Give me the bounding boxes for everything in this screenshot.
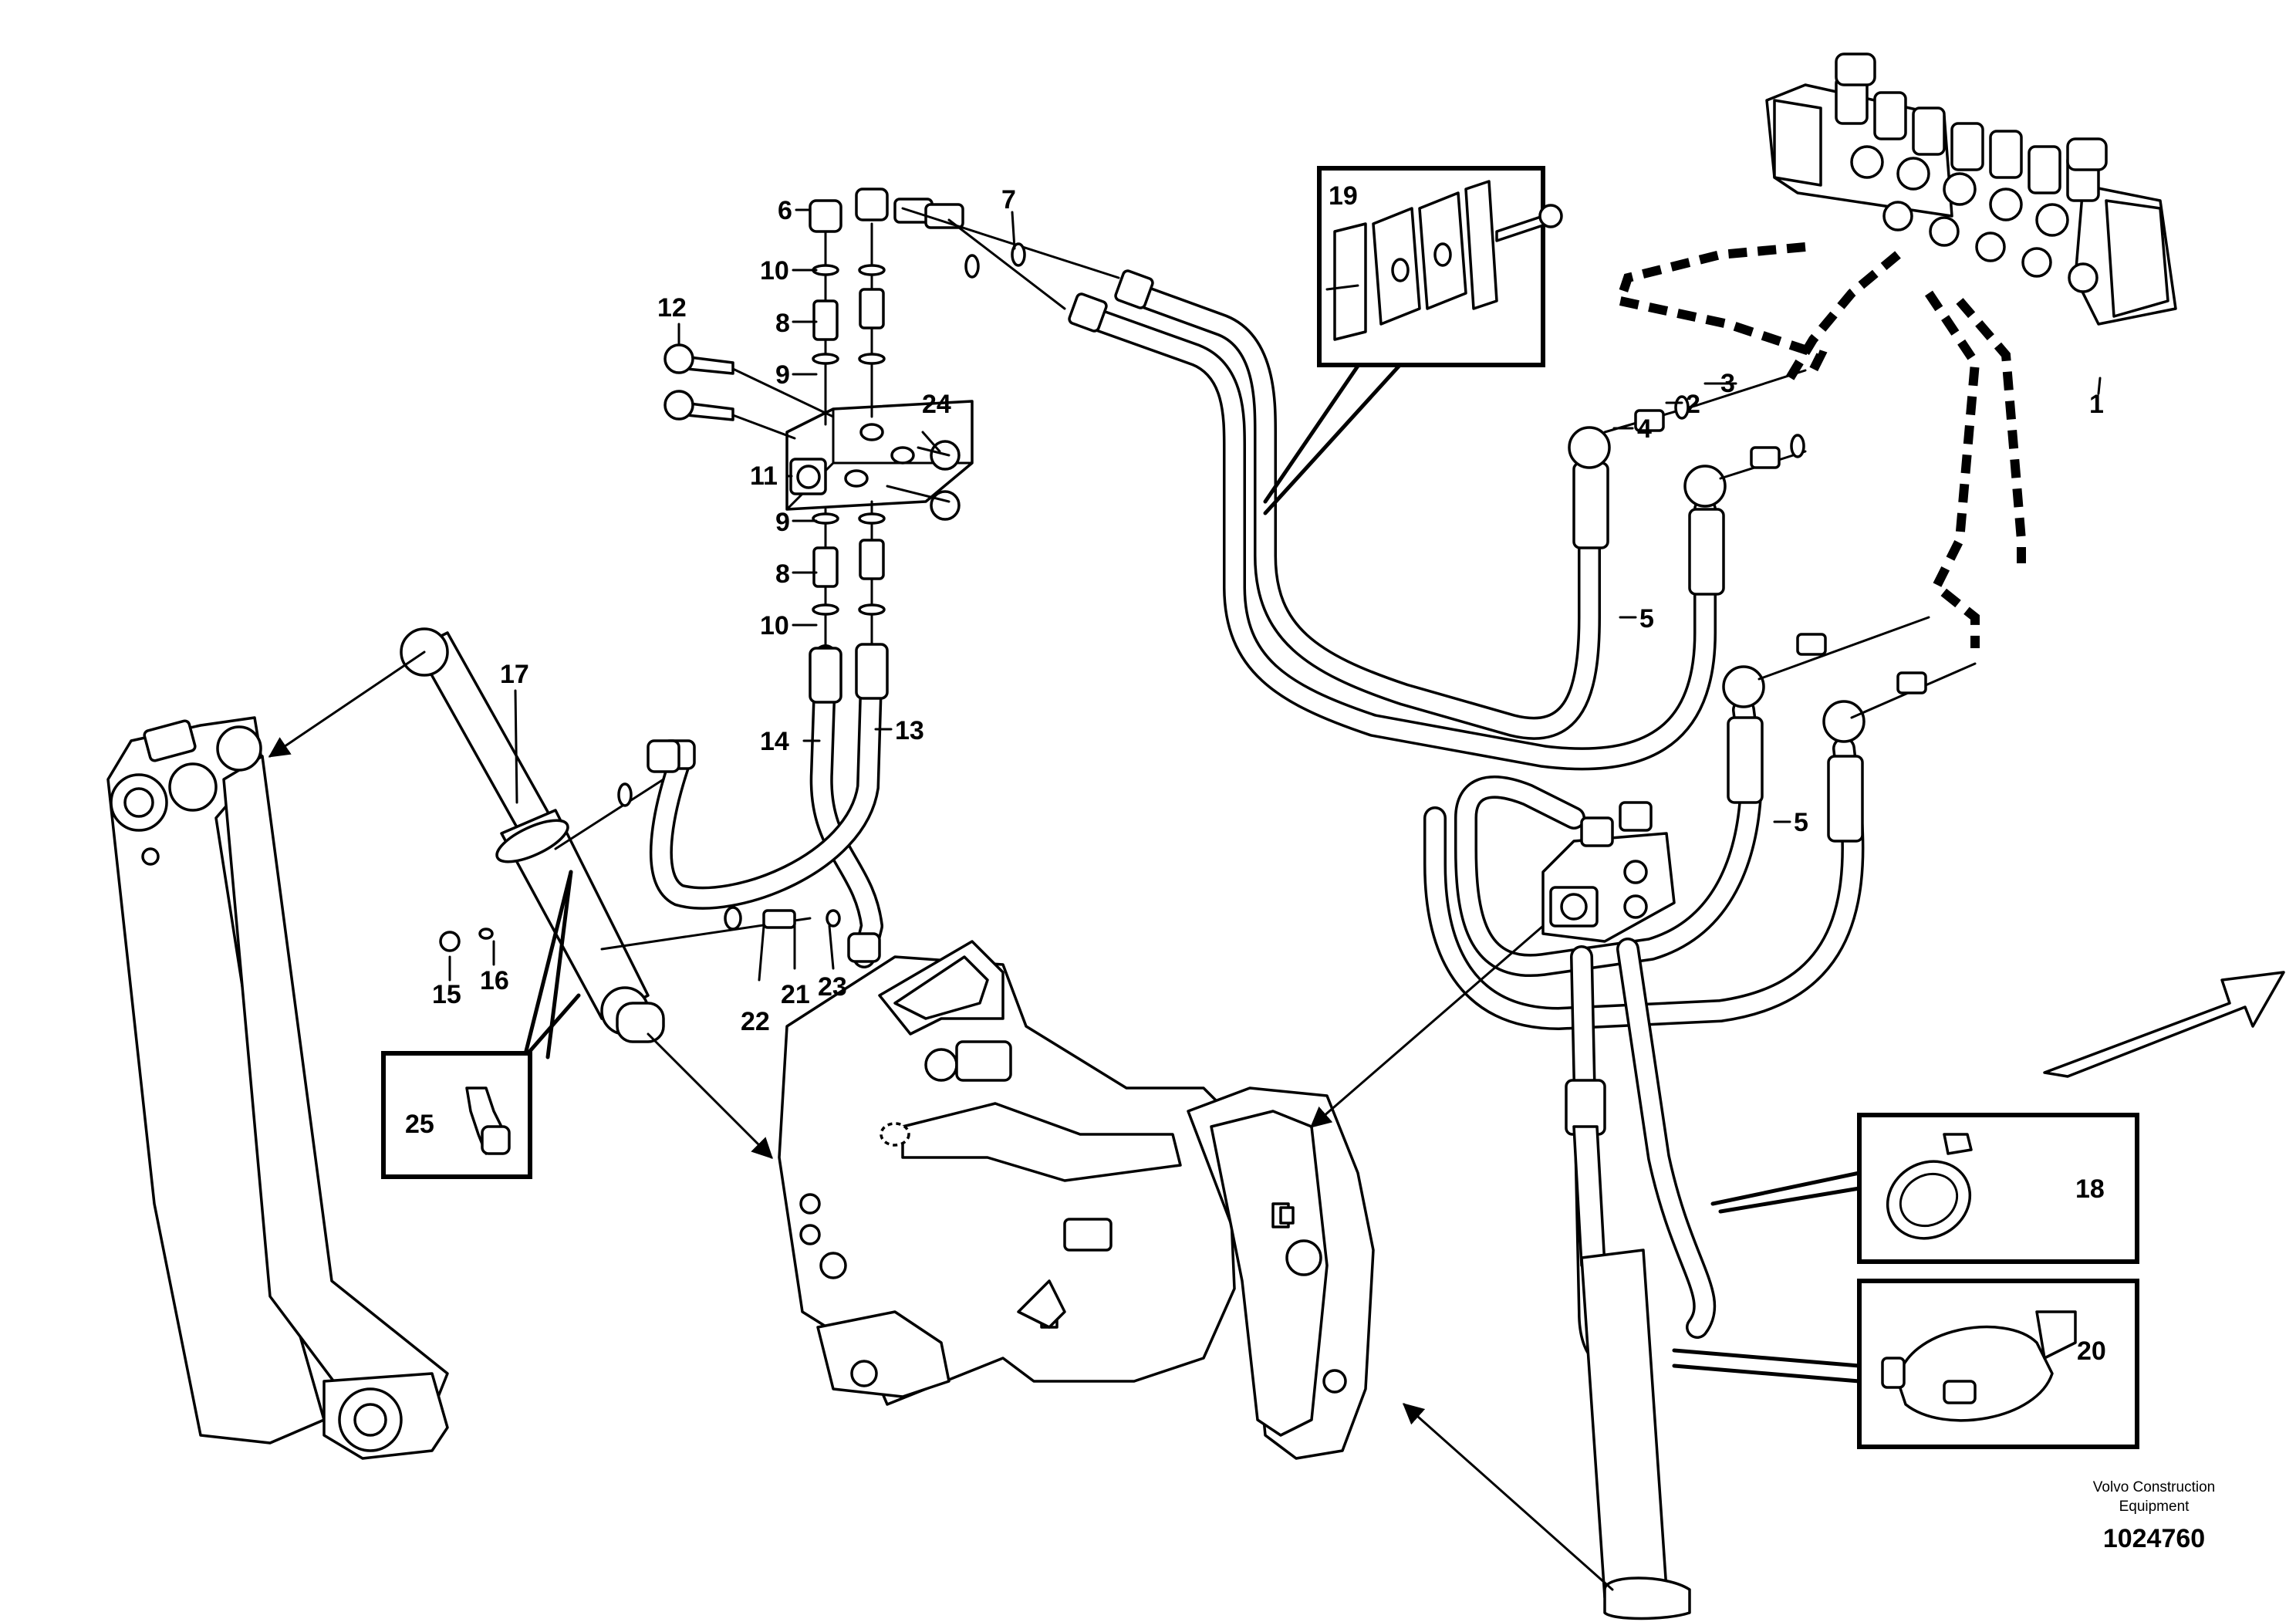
label-part-2: 2 [1686, 390, 1700, 419]
label-part-6: 6 [778, 196, 792, 225]
label-part-23: 23 [818, 972, 847, 1002]
label-part-10a: 10 [760, 256, 789, 286]
left-cylinder [400, 627, 665, 1043]
left-block-assembly [649, 188, 1026, 968]
valve-connection-dashes [1614, 242, 2026, 648]
fittings-upper-right [1603, 369, 1807, 480]
label-part-17: 17 [500, 660, 529, 689]
brand-footer: Volvo Construction Equipment 1024760 [2093, 1479, 2215, 1553]
right-cylinder [1565, 1079, 1691, 1620]
label-part-13: 13 [895, 716, 924, 745]
label-part-11: 11 [750, 461, 778, 491]
left-cylinder-fittings [439, 739, 841, 952]
inset-19-clamp [1263, 166, 1563, 515]
label-part-16: 16 [480, 966, 509, 995]
boom-arm [106, 716, 449, 1460]
label-part-10b: 10 [760, 611, 789, 640]
label-part-8a: 8 [775, 309, 790, 338]
label-part-14: 14 [760, 727, 789, 756]
label-part-9a: 9 [775, 360, 790, 390]
label-part-1: 1 [2089, 390, 2104, 419]
label-part-12: 12 [657, 293, 687, 323]
label-part-20: 20 [2077, 1336, 2106, 1366]
label-part-9b: 9 [775, 508, 790, 537]
label-part-25: 25 [405, 1110, 434, 1139]
label-part-22: 22 [741, 1007, 770, 1036]
label-part-24: 24 [922, 390, 951, 419]
upper-hose-bundle [893, 198, 1727, 771]
brand-line-2: Equipment [2119, 1499, 2190, 1515]
loader-frame [778, 940, 1375, 1460]
leader-lines [448, 208, 2102, 982]
inset-18-cable-tie [1710, 1113, 2139, 1264]
label-part-7: 7 [1001, 185, 1016, 215]
inset-20-clamp [1672, 1279, 2139, 1449]
assembly-arrows [268, 650, 1614, 1591]
label-part-5a: 5 [1639, 604, 1654, 634]
inset-25-elbow [381, 870, 581, 1179]
direction-arrow [2043, 971, 2285, 1078]
label-part-3: 3 [1720, 369, 1735, 398]
part-number-labels: 1 2 3 4 5 5 6 7 8 8 9 9 10 10 11 12 13 1… [405, 181, 2106, 1366]
label-part-8b: 8 [775, 559, 790, 589]
brand-line-1: Volvo Construction [2093, 1479, 2215, 1495]
label-part-5b: 5 [1794, 808, 1808, 837]
document-number: 1024760 [2103, 1524, 2205, 1553]
label-part-15: 15 [432, 980, 461, 1009]
control-valve [1765, 52, 2177, 326]
label-part-21: 21 [781, 980, 810, 1009]
label-part-19: 19 [1329, 181, 1358, 211]
label-part-18: 18 [2075, 1174, 2105, 1204]
label-part-4: 4 [1637, 414, 1652, 444]
